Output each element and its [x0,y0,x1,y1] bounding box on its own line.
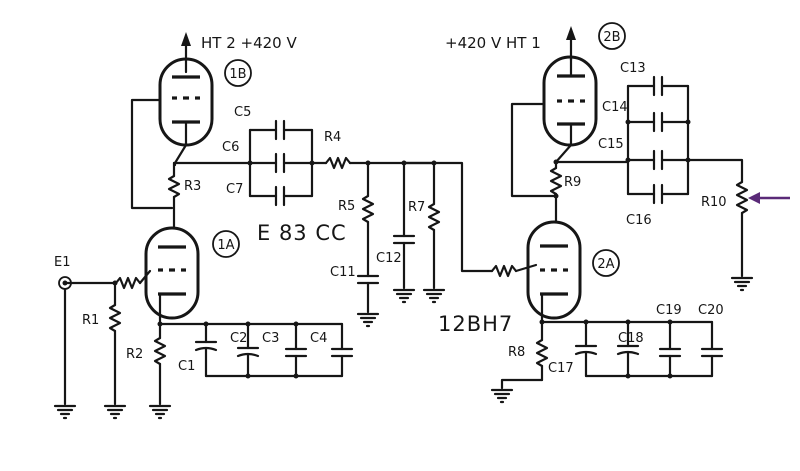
label-r7: R7 [408,200,425,215]
network-c12-r7 [392,160,538,304]
output-capacitors-c13-c16 [625,75,744,205]
label-c2: C2 [230,331,247,346]
tube-1a [144,226,200,320]
label-c6: C6 [222,140,239,155]
ht1-supply-arrow [566,26,576,62]
tube-1a-label: 1A [217,238,234,253]
input-label: E1 [54,255,71,270]
label-c19: C19 [656,303,682,318]
label-c17: C17 [548,361,574,376]
tube-1b-label: 1B [229,67,246,82]
label-c11: C11 [330,265,356,280]
label-r8: R8 [508,345,525,360]
left-stage-wiring [53,98,344,420]
label-c12: C12 [376,251,402,266]
label-c13: C13 [620,61,646,76]
ht1-label: +420 V HT 1 [445,34,541,52]
ht2-label: HT 2 +420 V [201,34,297,52]
label-r10: R10 [701,195,727,210]
tube-1a-marker [212,230,240,258]
label-c18: C18 [618,331,644,346]
r10-wiper-arrow [748,192,790,204]
label-c5: C5 [234,105,251,120]
label-c3: C3 [262,331,279,346]
label-r5: R5 [338,199,355,214]
label-c15: C15 [598,137,624,152]
label-r3: R3 [184,179,201,194]
ht2-supply-arrow [181,32,191,62]
tube-1b-marker [224,59,252,87]
label-r2: R2 [126,347,143,362]
tube-2b [542,55,598,147]
tube-2a-marker [592,249,620,277]
label-c14: C14 [602,100,628,115]
tube-type-12bh7: 12BH7 [438,312,513,336]
tube-2b-marker [598,22,626,50]
tube-2b-label: 2B [603,30,620,45]
r10-potentiometer [730,180,754,292]
label-c16: C16 [626,213,652,228]
label-r9: R9 [564,175,581,190]
tube-2a-label: 2A [597,257,614,272]
label-c4: C4 [310,331,327,346]
label-c7: C7 [226,182,243,197]
label-r1: R1 [82,313,99,328]
cathode-capacitors-c1-c4 [194,322,354,379]
network-r5-c11 [356,161,380,328]
tube-1b [158,57,214,147]
tube-2a [526,220,582,320]
label-c1: C1 [178,359,195,374]
label-r4: R4 [324,130,341,145]
right-stage-wiring [490,102,724,404]
tube-type-e83cc: E 83 CC [257,221,347,245]
label-c20: C20 [698,303,724,318]
